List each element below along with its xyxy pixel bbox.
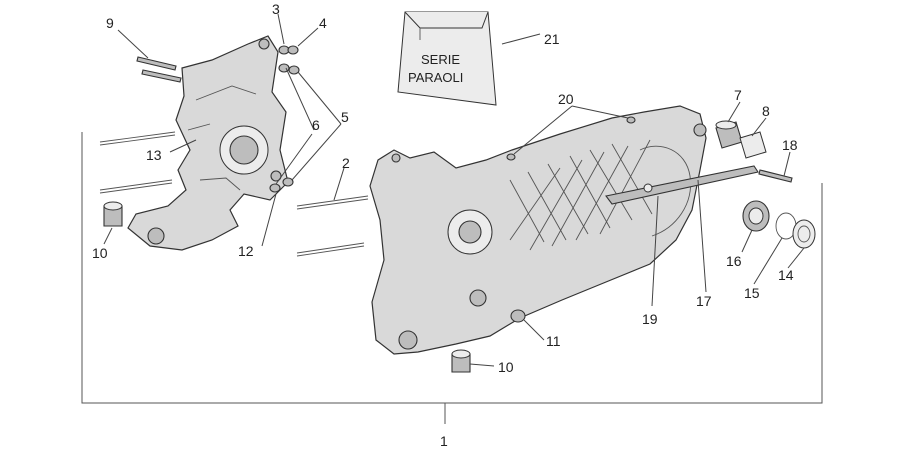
callout-2: 2 [342, 155, 350, 171]
bag-label-line2: PARAOLI [408, 70, 463, 85]
bushing-8 [739, 131, 767, 159]
screws-9 [136, 56, 182, 83]
callout-11: 11 [546, 333, 561, 349]
right-crankcase-half [369, 105, 707, 355]
bag-label-line1: SERIE [421, 52, 460, 67]
callout-8: 8 [762, 103, 770, 119]
callout-13: 13 [146, 147, 162, 163]
callout-15: 15 [744, 285, 760, 301]
callout-6: 6 [312, 117, 320, 133]
studs [99, 131, 369, 257]
callout-1: 1 [440, 433, 448, 449]
callout-labels: 1 2 3 4 5 6 7 8 9 10 10 11 12 13 14 15 1… [92, 1, 798, 449]
callout-12: 12 [238, 243, 254, 259]
bushings [103, 201, 471, 373]
callout-9: 9 [106, 15, 114, 31]
bearing-16 [742, 200, 770, 232]
oil-seal-kit-bag: SERIE PARAOLI [397, 11, 497, 106]
callout-17: 17 [696, 293, 712, 309]
callout-19: 19 [642, 311, 658, 327]
callout-21: 21 [544, 31, 560, 47]
callout-3: 3 [272, 1, 280, 17]
leader-lines [103, 13, 805, 367]
dowel-11 [510, 309, 526, 323]
callout-16: 16 [726, 253, 742, 269]
callout-7: 7 [734, 87, 742, 103]
screws-20 [506, 116, 636, 161]
callout-5: 5 [341, 109, 349, 125]
callout-4: 4 [319, 15, 327, 31]
callout-18: 18 [782, 137, 798, 153]
callout-14: 14 [778, 267, 794, 283]
support-arm [605, 165, 759, 205]
screw-18 [758, 169, 793, 183]
oil-seal-14 [792, 219, 816, 249]
left-crankcase-half [127, 35, 289, 251]
bushing-7 [715, 120, 743, 149]
assembly-frame [81, 132, 823, 424]
callout-20: 20 [558, 91, 574, 107]
callout-10a: 10 [92, 245, 108, 261]
callout-10b: 10 [498, 359, 514, 375]
